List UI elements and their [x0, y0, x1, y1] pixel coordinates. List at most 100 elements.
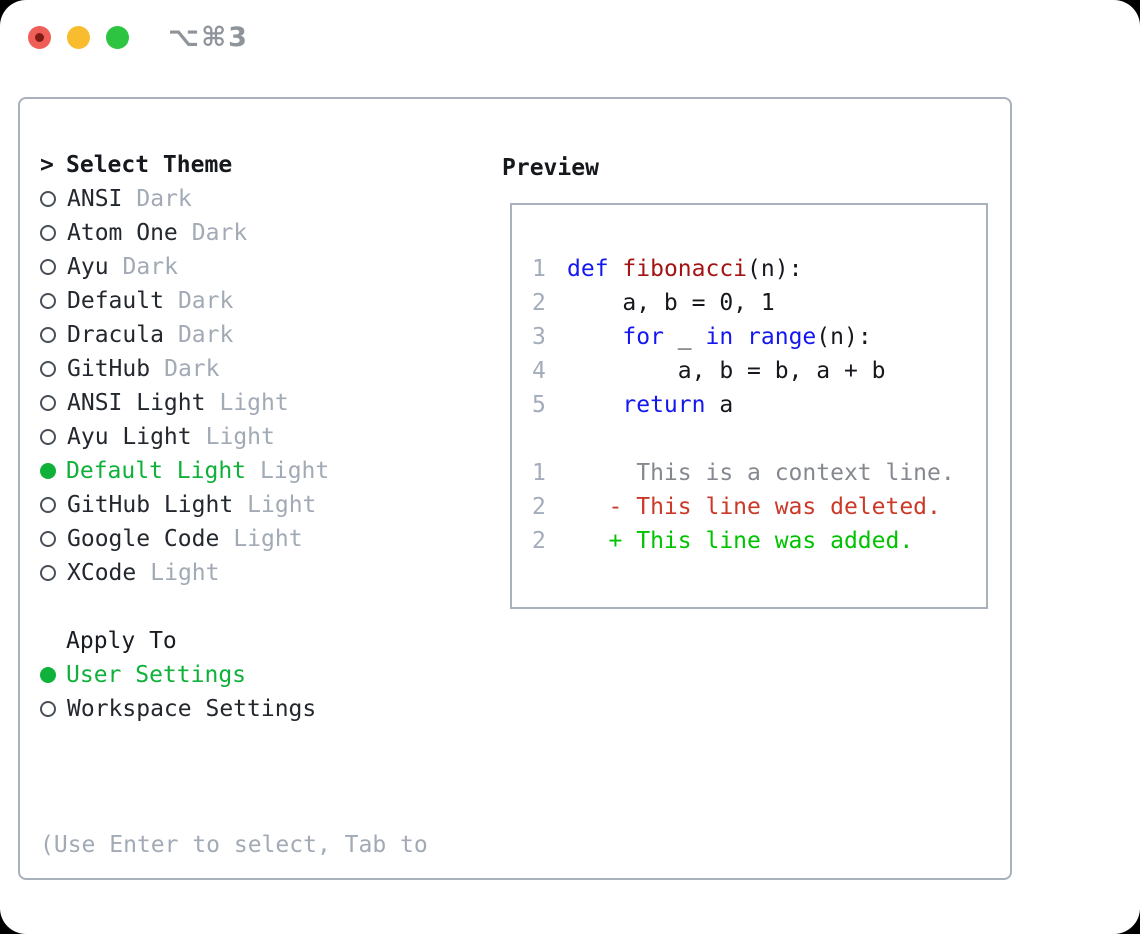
theme-name: GitHub	[67, 356, 151, 382]
radio-icon	[40, 191, 56, 207]
code-line: 4 a, b = b, a + b	[512, 354, 986, 388]
code-token-keyword: for	[622, 324, 664, 350]
theme-name: ANSI Light	[67, 390, 206, 416]
apply-option-label: User Settings	[66, 662, 247, 688]
code-line: 3 for _ in range(n):	[512, 320, 986, 354]
code-line: 1 This is a context line.	[512, 456, 986, 490]
help-text-line: (Use Enter to select, Tab to	[40, 832, 428, 858]
theme-name: Google Code	[67, 526, 220, 552]
theme-name: Default	[67, 288, 164, 314]
radio-icon	[40, 531, 56, 547]
close-button[interactable]	[28, 26, 51, 49]
theme-option-default[interactable]: Default Dark	[40, 284, 480, 318]
spacer	[40, 726, 480, 760]
line-number: 2	[532, 290, 546, 316]
radio-icon	[40, 327, 56, 343]
theme-variant: Dark	[136, 186, 192, 212]
code-token-context: This is a context line.	[567, 460, 955, 486]
radio-selected-icon	[40, 667, 56, 683]
code-token-function: fibonacci	[622, 256, 748, 282]
line-number: 1	[532, 256, 546, 282]
radio-icon	[40, 497, 56, 513]
theme-name: Ayu	[67, 254, 109, 280]
code-line: 2 + This line was added.	[512, 524, 986, 558]
theme-option-github[interactable]: GitHub Dark	[40, 352, 480, 386]
code-token-keyword: def	[567, 256, 609, 282]
theme-option-ansi-light[interactable]: ANSI Light Light	[40, 386, 480, 420]
line-number: 3	[532, 324, 546, 350]
line-content: This is a context line.	[567, 460, 955, 486]
radio-icon	[40, 701, 56, 717]
line-content: a, b = 0, 1	[567, 290, 775, 316]
theme-variant: Dark	[177, 322, 234, 348]
theme-option-dracula[interactable]: Dracula Dark	[40, 318, 480, 352]
line-content: a, b = b, a + b	[567, 358, 886, 384]
apply-to-title: Apply To	[66, 628, 177, 654]
theme-variant: Dark	[191, 220, 248, 246]
line-content: for _ in range(n):	[567, 324, 872, 350]
line-content: def fibonacci(n):	[567, 256, 802, 282]
theme-option-default-light[interactable]: Default Light Light	[40, 454, 480, 488]
window-title: ⌥⌘3	[168, 22, 249, 53]
apply-option-workspace-settings[interactable]: Workspace Settings	[40, 692, 480, 726]
theme-name: Ayu Light	[67, 424, 192, 450]
minimize-button[interactable]	[67, 26, 90, 49]
theme-variant: Light	[247, 492, 317, 518]
theme-option-google-code[interactable]: Google Code Light	[40, 522, 480, 556]
code-token-keyword: return	[622, 392, 706, 418]
radio-selected-icon	[40, 463, 56, 479]
theme-name: Dracula	[67, 322, 164, 348]
code-token-plain	[567, 392, 622, 418]
code-token-keyword: in	[705, 324, 734, 350]
theme-name: Atom One	[67, 220, 178, 246]
code-token-plain: a, b = 0, 1	[567, 290, 775, 316]
preview-heading: Preview	[502, 155, 599, 181]
apply-option-label: Workspace Settings	[67, 696, 317, 722]
line-number: 5	[532, 392, 546, 418]
code-token-plain: _	[663, 324, 706, 350]
theme-variant: Dark	[164, 356, 220, 382]
radio-icon	[40, 225, 56, 241]
code-token-plain: (n):	[816, 324, 872, 350]
code-token-plain	[733, 324, 747, 350]
help-text-line: change focus)	[40, 930, 480, 934]
code-line: 1 def fibonacci(n):	[512, 252, 986, 286]
apply-to-heading: Apply To	[40, 624, 480, 658]
code-token-plain	[567, 324, 622, 350]
theme-name: Default Light	[66, 458, 247, 484]
radio-icon	[40, 429, 56, 445]
theme-option-atom-one[interactable]: Atom One Dark	[40, 216, 480, 250]
code-token-plain	[609, 256, 623, 282]
line-number: 2	[532, 494, 546, 520]
apply-option-user-settings[interactable]: User Settings	[40, 658, 480, 692]
theme-variant: Dark	[177, 288, 234, 314]
zoom-button[interactable]	[106, 26, 129, 49]
theme-variant: Light	[233, 526, 303, 552]
radio-icon	[40, 395, 56, 411]
line-number: 2	[532, 528, 546, 554]
theme-variant: Light	[150, 560, 220, 586]
line-content: - This line was deleted.	[567, 494, 941, 520]
line-content: + This line was added.	[567, 528, 914, 554]
theme-variant: Light	[219, 390, 289, 416]
close-dot-icon	[35, 33, 44, 42]
code-line: 5 return a	[512, 388, 986, 422]
code-line: 2 a, b = 0, 1	[512, 286, 986, 320]
line-number: 4	[532, 358, 546, 384]
theme-variant: Light	[260, 458, 330, 484]
code-token-added: + This line was added.	[567, 528, 914, 554]
titlebar: ⌥⌘3	[0, 0, 1140, 75]
